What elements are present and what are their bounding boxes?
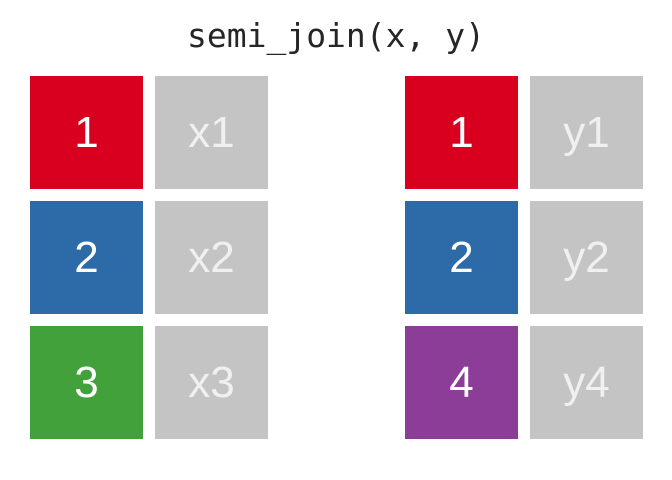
table-x-value-cell: x2 [155, 201, 268, 314]
table-x-value-cell: x3 [155, 326, 268, 439]
table-y-value-cell: y2 [530, 201, 643, 314]
table-y-value-cell: y1 [530, 76, 643, 189]
table-y: 1 y1 2 y2 4 y4 [405, 76, 643, 439]
table-x: 1 x1 2 x2 3 x3 [30, 76, 268, 439]
table-x-value-cell: x1 [155, 76, 268, 189]
diagram-title: semi_join(x, y) [186, 16, 485, 55]
table-y-key-cell: 4 [405, 326, 518, 439]
table-x-key-cell: 1 [30, 76, 143, 189]
table-x-key-cell: 3 [30, 326, 143, 439]
table-y-key-cell: 2 [405, 201, 518, 314]
table-y-value-cell: y4 [530, 326, 643, 439]
table-x-key-cell: 2 [30, 201, 143, 314]
table-y-key-cell: 1 [405, 76, 518, 189]
